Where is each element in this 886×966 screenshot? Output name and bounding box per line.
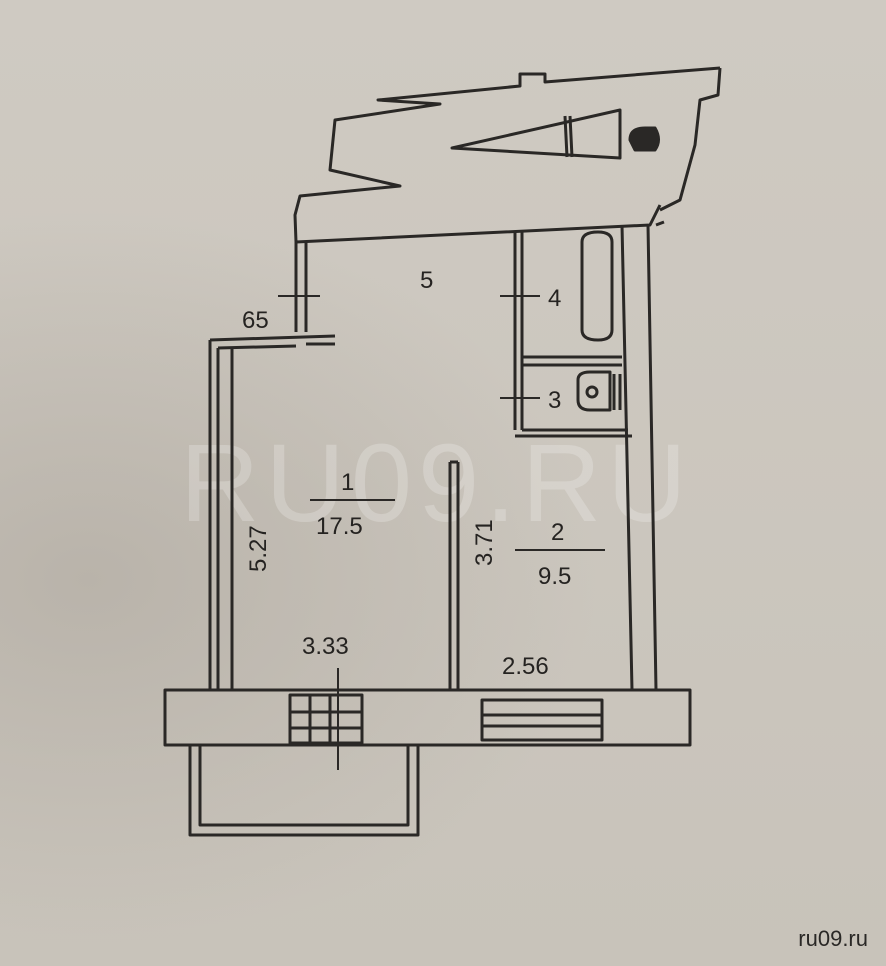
- watermark: RU09.RU: [180, 422, 693, 545]
- room-1-number: 1: [341, 469, 354, 496]
- room-1-area: 17.5: [316, 513, 363, 540]
- stair-landing: [293, 66, 722, 244]
- room-2-number: 2: [551, 519, 564, 546]
- door-width-label: 65: [242, 307, 269, 334]
- room-1-width: 3.33: [302, 633, 349, 660]
- walls: [163, 220, 692, 837]
- room-3-number: 3: [548, 387, 561, 414]
- room-2-width: 2.56: [502, 653, 549, 680]
- room-4-number: 4: [548, 285, 561, 312]
- room-1-height: 5.27: [245, 525, 272, 572]
- dimension-ticks: [278, 295, 605, 770]
- room-2-height: 3.71: [471, 519, 498, 566]
- room-2-area: 9.5: [538, 563, 571, 590]
- site-label: ru09.ru: [798, 926, 868, 951]
- room-5-number: 5: [420, 267, 433, 294]
